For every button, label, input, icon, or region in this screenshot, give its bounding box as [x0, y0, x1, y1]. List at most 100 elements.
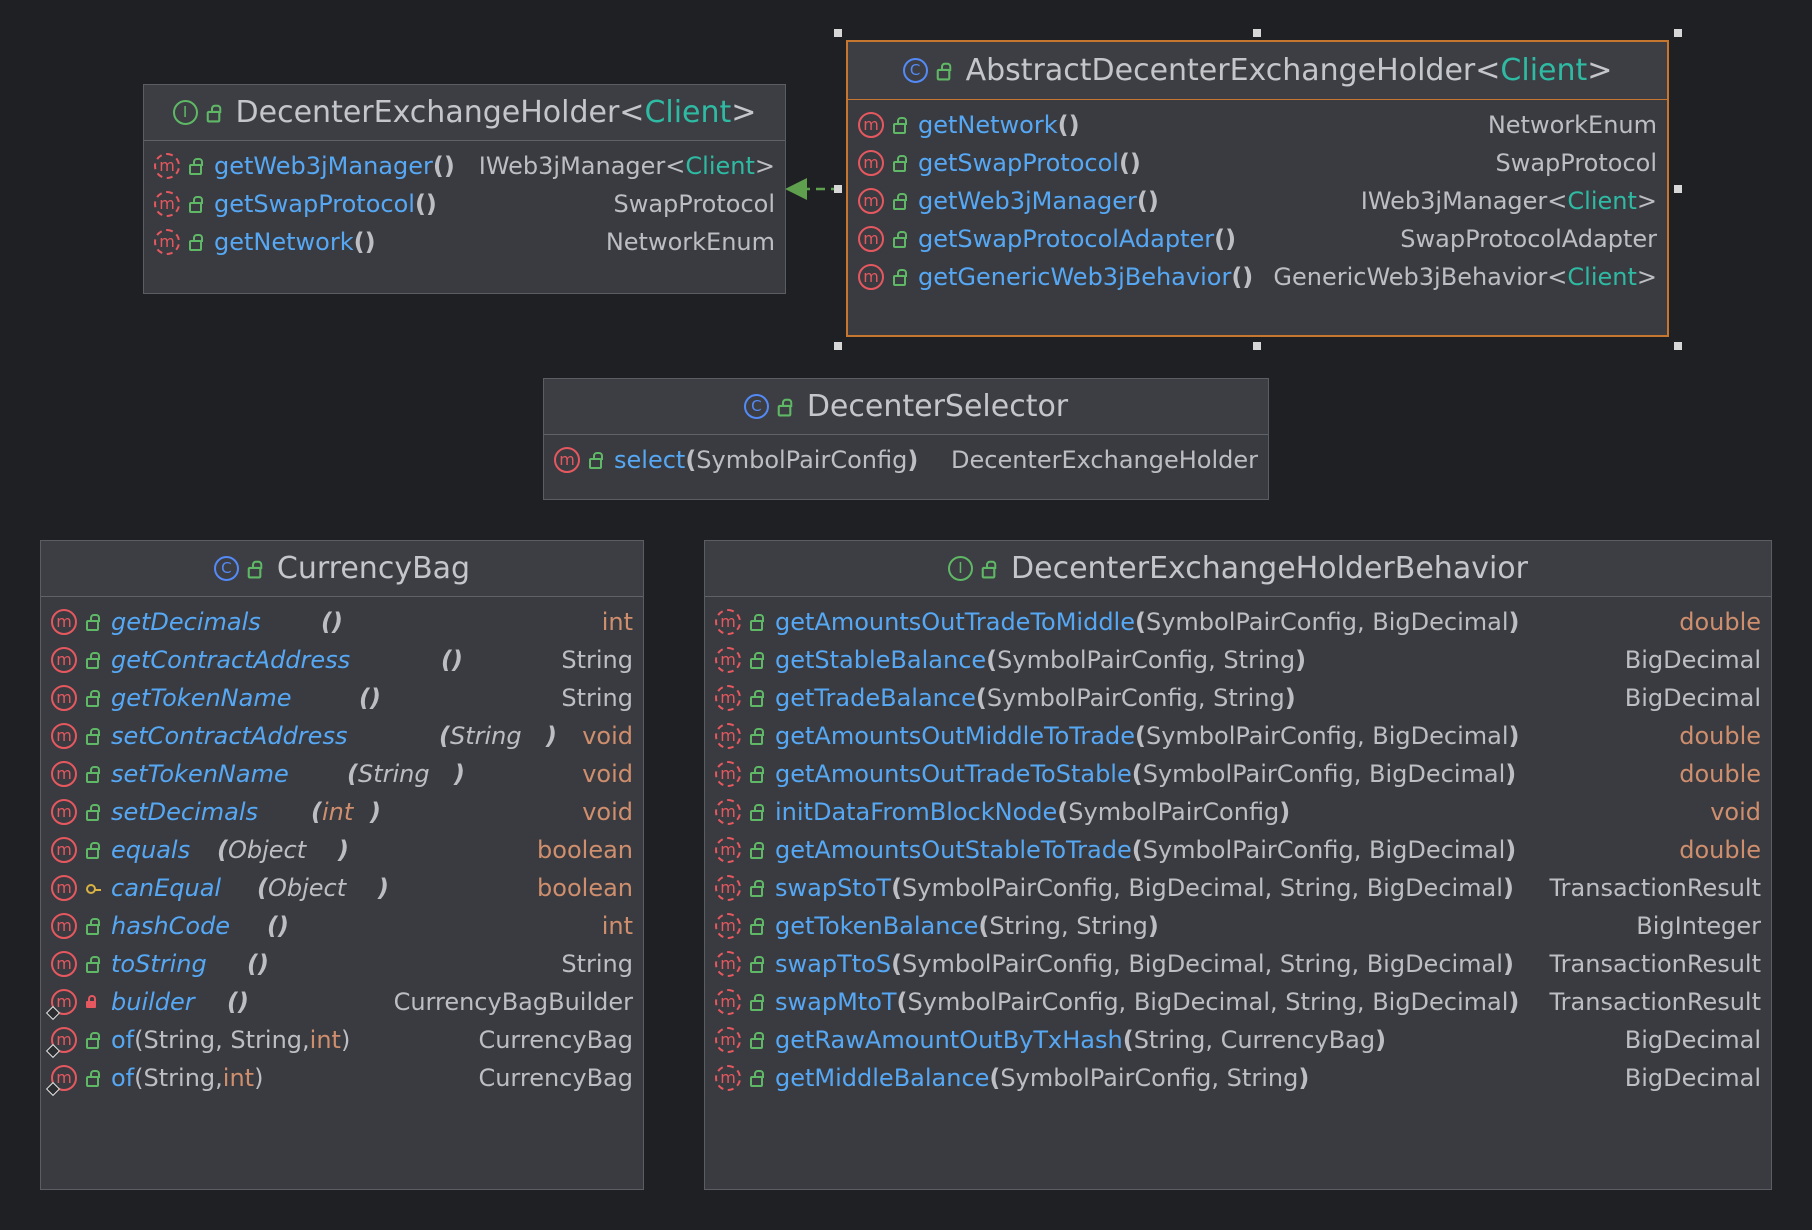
resize-handle-top-left[interactable]	[834, 29, 842, 37]
paren-close: )	[331, 608, 343, 636]
return-type: boolean	[537, 836, 633, 864]
method-row[interactable]: m equals(Object) boolean	[41, 831, 643, 869]
paren-open: (	[685, 446, 697, 474]
return-type: String	[561, 646, 633, 674]
public-visibility-icon	[247, 560, 263, 578]
return-type: SwapProtocol	[1495, 149, 1657, 177]
paren-close: )	[1505, 836, 1517, 864]
abstract-method-icon: m	[715, 989, 741, 1015]
method-row[interactable]: m getContractAddress() String	[41, 641, 643, 679]
method-name: canEqual	[111, 874, 222, 902]
generic-param: Client	[1567, 187, 1637, 215]
public-visibility-icon	[749, 842, 764, 859]
paren-open: (	[1131, 760, 1143, 788]
method-args: SymbolPairConfig	[696, 446, 908, 474]
method-row[interactable]: m getSwapProtocol() SwapProtocol	[848, 144, 1667, 182]
generic-close: >	[1587, 53, 1613, 88]
return-type: DecenterExchangeHolder	[951, 446, 1258, 474]
method-row[interactable]: m hashCode() int	[41, 907, 643, 945]
method-row[interactable]: m setTokenName(String) void	[41, 755, 643, 793]
method-row[interactable]: m getSwapProtocol() SwapProtocol	[144, 185, 785, 223]
resize-handle-top-right[interactable]	[1674, 29, 1682, 37]
class-header: C AbstractDecenterExchangeHolder<Client>	[848, 42, 1667, 100]
paren-open: (	[134, 1064, 144, 1092]
abstract-method-icon: m	[715, 609, 741, 635]
method-args-primitive: int	[309, 1026, 341, 1054]
method-name: getSwapProtocolAdapter	[918, 225, 1215, 253]
paren-open: (	[311, 798, 322, 826]
method-icon: m	[51, 913, 77, 939]
method-row[interactable]: m getWeb3jManager() IWeb3jManager<Client…	[848, 182, 1667, 220]
method-row[interactable]: m of(String, int) CurrencyBag	[41, 1059, 643, 1097]
method-row[interactable]: m getSwapProtocolAdapter() SwapProtocolA…	[848, 220, 1667, 258]
method-args: SymbolPairConfig, String	[1000, 1064, 1299, 1092]
method-row[interactable]: m getNetwork() NetworkEnum	[848, 106, 1667, 144]
method-row[interactable]: m canEqual(Object) boolean	[41, 869, 643, 907]
class-decenter-selector[interactable]: C DecenterSelector m select(SymbolPairCo…	[543, 378, 1269, 500]
method-icon: m	[51, 875, 77, 901]
method-row[interactable]: m builder() CurrencyBagBuilder	[41, 983, 643, 1021]
resize-handle-top[interactable]	[1253, 29, 1261, 37]
method-row[interactable]: m getGenericWeb3jBehavior() GenericWeb3j…	[848, 258, 1667, 296]
interface-title: DecenterExchangeHolderBehavior	[1011, 551, 1528, 586]
public-visibility-icon	[85, 842, 100, 859]
method-row[interactable]: m getWeb3jManager() IWeb3jManager<Client…	[144, 147, 785, 185]
method-row[interactable]: m setContractAddress(String) void	[41, 717, 643, 755]
generic-close: >	[1636, 263, 1657, 291]
resize-handle-right[interactable]	[1674, 185, 1682, 193]
method-row[interactable]: m select(SymbolPairConfig) DecenterExcha…	[544, 441, 1268, 479]
method-name: getDecimals	[111, 608, 261, 636]
paren-open: (	[227, 988, 238, 1016]
method-row[interactable]: m getNetwork() NetworkEnum	[144, 223, 785, 261]
class-currency-bag[interactable]: C CurrencyBag m getDecimals() int m getC…	[40, 540, 644, 1190]
resize-handle-bottom[interactable]	[1253, 342, 1261, 350]
abstract-method-icon: m	[715, 1027, 741, 1053]
paren-close: )	[340, 1026, 351, 1054]
return-type: TransactionResult	[1549, 950, 1761, 978]
return-type: NetworkEnum	[605, 228, 775, 256]
class-abstract-decenter-exchange-holder[interactable]: C AbstractDecenterExchangeHolder<Client>…	[846, 40, 1669, 337]
method-name: getSwapProtocol	[214, 190, 415, 218]
method-name: getNetwork	[214, 228, 354, 256]
return-type: BigDecimal	[1624, 646, 1761, 674]
public-visibility-icon	[749, 766, 764, 783]
paren-close: )	[369, 798, 381, 826]
method-row[interactable]: m getTokenName() String	[41, 679, 643, 717]
method-row[interactable]: m of(String, String, int) CurrencyBag	[41, 1021, 643, 1059]
public-visibility-icon	[85, 1070, 100, 1087]
method-args: String	[357, 760, 430, 788]
resize-handle-bottom-right[interactable]	[1674, 342, 1682, 350]
paren-open: (	[1214, 225, 1226, 253]
paren-open: (	[896, 988, 908, 1016]
interface-decenter-exchange-holder[interactable]: I DecenterExchangeHolder<Client> m getWe…	[143, 84, 786, 294]
method-icon: m	[858, 264, 884, 290]
interface-icon: I	[948, 556, 974, 581]
method-row[interactable]: m setDecimals(int) void	[41, 793, 643, 831]
paren-close: )	[1375, 1026, 1387, 1054]
resize-handle-left[interactable]	[834, 185, 842, 193]
method-icon: m	[51, 1065, 77, 1091]
resize-handle-bottom-left[interactable]	[834, 342, 842, 350]
method-name: initDataFromBlockNode	[775, 798, 1058, 826]
method-name: getSwapProtocol	[918, 149, 1119, 177]
method-icon: m	[51, 647, 77, 673]
paren-open: (	[353, 228, 365, 256]
public-visibility-icon	[749, 994, 764, 1011]
method-row[interactable]: m toString() String	[41, 945, 643, 983]
method-row[interactable]: m getDecimals() int	[41, 603, 643, 641]
method-args: String	[449, 722, 522, 750]
